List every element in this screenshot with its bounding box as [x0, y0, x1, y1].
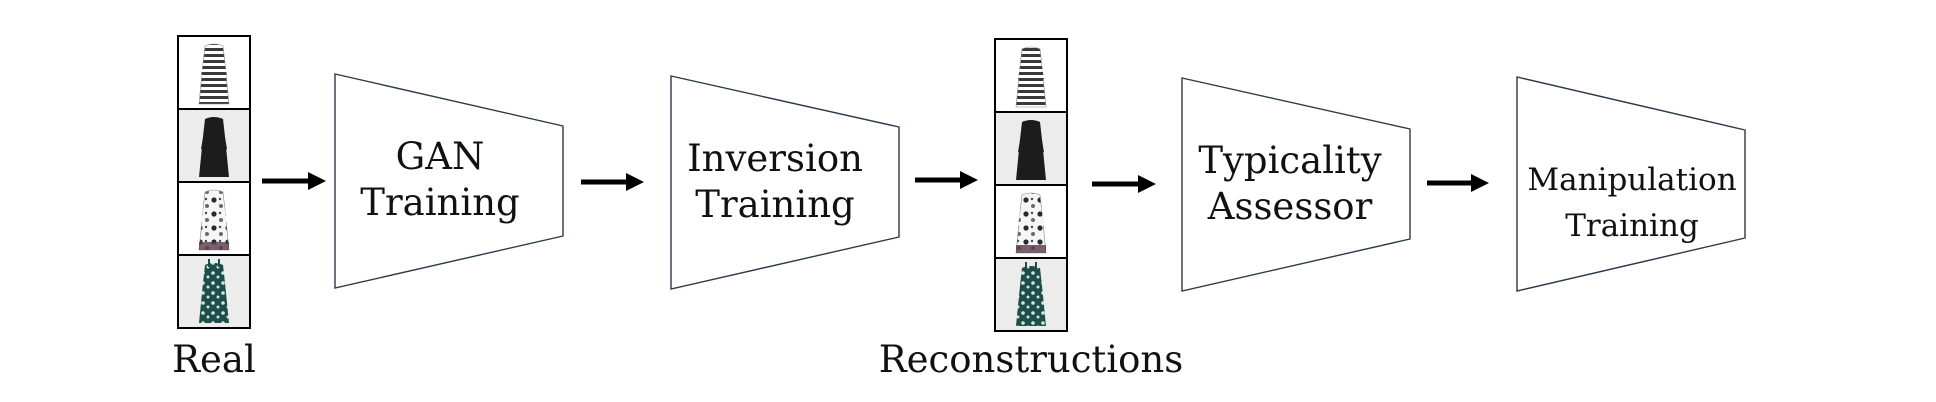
- real-image-column: Real: [172, 35, 256, 381]
- manipulation-training-block: Manipulation Training: [1516, 76, 1746, 292]
- real-thumbnail-1: [177, 35, 251, 110]
- real-thumbnail-4: [177, 254, 251, 329]
- arrows: [262, 171, 1489, 193]
- reconstructions-thumbnail-1: [994, 38, 1068, 113]
- real-thumbnail-2: [177, 108, 251, 183]
- manipulation-training-label-line2: Training: [1565, 208, 1699, 244]
- gan-training-block: GAN Training: [334, 73, 564, 289]
- manipulation-training-label-line1: Manipulation: [1527, 162, 1736, 198]
- real-label: Real: [172, 338, 256, 381]
- manipulation-training-trapezoid: [1516, 76, 1746, 292]
- striped-dress-icon: [198, 43, 230, 105]
- arrow-inversion-to-reconstructions: [915, 171, 978, 189]
- inversion-training-label-line2: Training: [695, 183, 854, 226]
- reconstructions-thumbnail-4: [994, 257, 1068, 332]
- typicality-assessor-block: Typicality Assessor: [1181, 77, 1411, 292]
- floral-dress-icon: [1015, 192, 1047, 254]
- typicality-assessor-trapezoid: [1181, 77, 1411, 292]
- real-thumbnail-3: [177, 181, 251, 256]
- reconstructions-label: Reconstructions: [879, 338, 1183, 381]
- reconstructions-thumbnail-3: [994, 184, 1068, 259]
- arrow-gan-to-inversion: [581, 173, 644, 191]
- gan-training-label-line1: GAN: [396, 135, 485, 178]
- reconstructions-thumbnail-2: [994, 111, 1068, 186]
- arrow-typicality-to-manipulation: [1427, 174, 1489, 192]
- teal-dress-icon: [199, 259, 229, 323]
- striped-dress-icon: [1015, 46, 1047, 108]
- gan-training-label-line2: Training: [360, 181, 519, 224]
- floral-dress-icon: [198, 189, 230, 251]
- inversion-training-trapezoid: [670, 75, 900, 290]
- black-dress-icon: [199, 117, 229, 177]
- inversion-training-block: Inversion Training: [670, 75, 900, 290]
- real-thumbnails: [177, 35, 251, 329]
- inversion-training-label-line1: Inversion: [687, 137, 863, 180]
- black-dress-icon: [1016, 120, 1046, 180]
- reconstruction-thumbnails: [994, 38, 1068, 332]
- typicality-assessor-label-line2: Assessor: [1207, 185, 1373, 228]
- arrow-real-to-gan: [262, 172, 326, 190]
- teal-dress-icon: [1016, 262, 1046, 326]
- typicality-assessor-label-line1: Typicality: [1198, 139, 1381, 182]
- gan-training-trapezoid: [334, 73, 564, 289]
- reconstructions-image-column: Reconstructions: [879, 38, 1183, 381]
- arrow-reconstructions-to-typicality: [1092, 175, 1156, 193]
